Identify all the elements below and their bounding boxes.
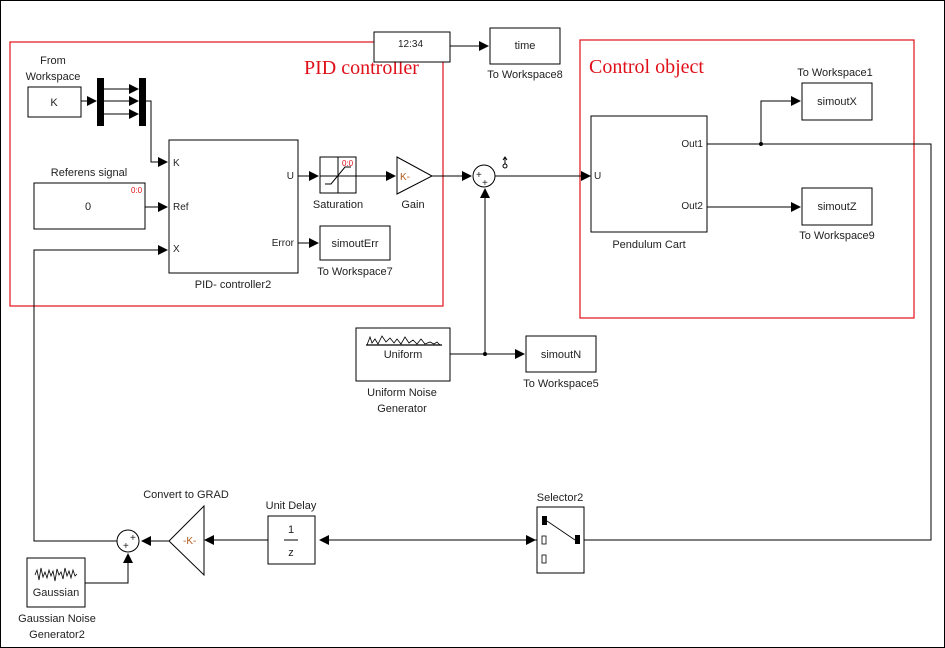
svg-text:K: K: [50, 97, 58, 109]
svg-text:Out1: Out1: [681, 139, 703, 150]
uniform-noise-label-2: Generator: [377, 403, 427, 415]
svg-text:simoutX: simoutX: [817, 96, 857, 108]
convert-to-grad-block[interactable]: -K-: [168, 504, 205, 577]
control-object-region: [579, 39, 915, 319]
wire-gaussian-sum: [85, 553, 133, 584]
test-point-icon: [502, 156, 508, 169]
wire-out1-ws1: [760, 96, 801, 144]
from-workspace-block[interactable]: K: [27, 86, 82, 118]
unit-delay-label: Unit Delay: [266, 500, 317, 512]
svg-text:0:0: 0:0: [131, 186, 143, 195]
to-workspace9-block[interactable]: simoutZ: [801, 187, 873, 226]
svg-text:1: 1: [288, 524, 294, 536]
svg-text:z: z: [288, 547, 294, 559]
to-workspace9-label: To Workspace9: [799, 230, 875, 242]
svg-text:X: X: [173, 244, 180, 255]
referens-signal-block[interactable]: 0 0:0: [33, 182, 146, 230]
svg-text:+: +: [482, 178, 488, 189]
uniform-noise-block[interactable]: Uniform: [355, 327, 451, 382]
svg-text:+: +: [476, 170, 482, 181]
to-workspace1-label: To Workspace1: [797, 67, 873, 79]
selector2-block[interactable]: [536, 506, 585, 574]
convert-to-grad-label: Convert to GRAD: [143, 489, 229, 501]
svg-text:+: +: [130, 533, 136, 544]
uniform-noise-label-1: Uniform Noise: [367, 387, 437, 399]
svg-text:-K-: -K-: [183, 536, 196, 547]
svg-text:Uniform: Uniform: [384, 349, 423, 361]
saturation-label: Saturation: [313, 199, 363, 211]
svg-text:Out2: Out2: [681, 201, 703, 212]
pid-controller-block[interactable]: K Ref X U Error: [168, 139, 299, 274]
referens-signal-label: Referens signal: [51, 167, 127, 179]
to-workspace5-label: To Workspace5: [523, 378, 599, 390]
sum-block-1[interactable]: + +: [472, 164, 496, 189]
svg-text:simoutN: simoutN: [541, 349, 581, 361]
wire-mux-pid-k: [146, 100, 168, 167]
pid-controller-region: [9, 41, 444, 307]
to-workspace7-block[interactable]: simoutErr: [319, 225, 391, 261]
svg-text:K-: K-: [400, 172, 410, 183]
svg-text:K: K: [173, 158, 180, 169]
clock-block[interactable]: 12:34: [373, 31, 451, 63]
to-workspace8-label: To Workspace8: [487, 69, 563, 81]
to-workspace5-block[interactable]: simoutN: [525, 335, 597, 373]
svg-text:simoutZ: simoutZ: [817, 201, 856, 213]
gaussian-noise-block[interactable]: Gaussian: [26, 557, 86, 608]
from-workspace-label-1: From: [40, 55, 66, 67]
gain-block[interactable]: K-: [396, 156, 434, 195]
wire-feedback-pid-x: [33, 245, 168, 542]
svg-text:time: time: [515, 40, 536, 52]
svg-text:+: +: [123, 541, 129, 552]
svg-text:U: U: [594, 171, 601, 182]
pendulum-cart-block[interactable]: U Out1 Out2: [590, 115, 708, 233]
svg-text:U: U: [287, 171, 294, 182]
control-object-title: Control object: [589, 56, 704, 78]
svg-text:Ref: Ref: [173, 202, 189, 213]
from-workspace-label-2: Workspace: [26, 71, 81, 83]
pendulum-cart-label: Pendulum Cart: [612, 239, 685, 251]
pid-controller-label: PID- controller2: [195, 279, 271, 291]
svg-text:simoutErr: simoutErr: [331, 238, 378, 250]
sum-block-2[interactable]: + +: [116, 529, 140, 553]
svg-text:0: 0: [85, 201, 91, 213]
mux-block[interactable]: [139, 78, 146, 126]
gain-label: Gain: [401, 199, 424, 211]
gaussian-noise-label-1: Gaussian Noise: [18, 613, 96, 625]
svg-text:0:0: 0:0: [342, 159, 354, 168]
unit-delay-block[interactable]: 1 z: [267, 515, 316, 565]
to-workspace8-block[interactable]: time: [489, 27, 561, 65]
demux-block[interactable]: [97, 78, 104, 126]
svg-text:Gaussian: Gaussian: [33, 587, 79, 599]
to-workspace1-block[interactable]: simoutX: [801, 82, 873, 121]
saturation-block[interactable]: 0:0: [319, 156, 357, 194]
wire-out1-feedback: [580, 143, 932, 541]
to-workspace7-label: To Workspace7: [317, 266, 393, 278]
svg-text:12:34: 12:34: [398, 39, 423, 50]
svg-text:Error: Error: [272, 238, 295, 249]
gaussian-noise-label-2: Generator2: [29, 629, 85, 641]
selector2-label: Selector2: [537, 492, 583, 504]
